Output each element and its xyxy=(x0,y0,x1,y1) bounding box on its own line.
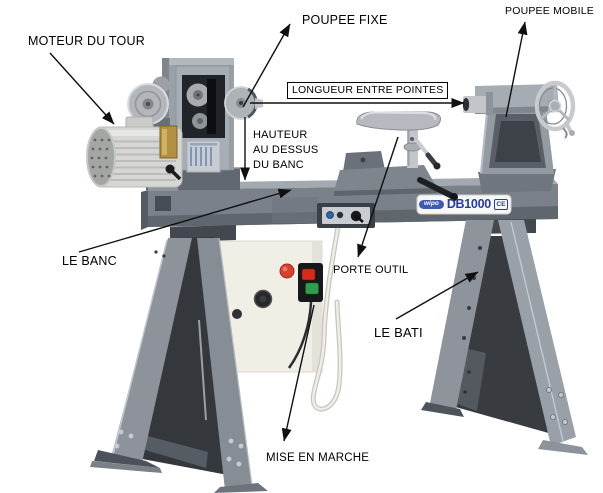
arrow-poupee-fixe xyxy=(242,23,291,108)
tool-rest xyxy=(334,111,458,201)
arrow-le-banc xyxy=(78,188,292,253)
left-leg-frame xyxy=(90,237,268,493)
brand-badge: wipo xyxy=(419,199,444,210)
speed-chart-plate xyxy=(186,140,221,173)
label-longueur-entre-pointes: LONGUEUR ENTRE POINTES xyxy=(287,82,449,99)
arrow-le-bati xyxy=(395,271,479,320)
power-cable xyxy=(310,224,343,412)
arrow-moteur xyxy=(49,52,115,125)
model-number: DB1000 xyxy=(446,197,491,212)
label-le-bati: LE BATI xyxy=(374,325,423,340)
panel-blue-button xyxy=(326,211,334,219)
label-le-banc: LE BANC xyxy=(62,254,117,268)
start-stop-switch xyxy=(287,263,323,369)
lathe-motor xyxy=(86,116,183,191)
motor-fan-cover xyxy=(86,127,116,187)
belt-window xyxy=(182,75,225,138)
tailstock-quill xyxy=(463,96,488,113)
label-hauteur-au-dessus-du-banc: HAUTEUR AU DESSUS DU BANC xyxy=(253,129,319,171)
red-stop-button xyxy=(301,268,316,281)
arrow-poupee-mobile xyxy=(505,21,528,118)
annotation-arrows xyxy=(49,21,528,442)
bed-control-panel xyxy=(317,203,375,228)
arrow-mise-en-marche xyxy=(281,304,315,442)
tailstock-handwheel xyxy=(534,80,576,132)
tailstock xyxy=(462,80,576,193)
label-poupee-mobile: POUPEE MOBILE xyxy=(505,5,594,17)
panel-dark-button xyxy=(336,211,344,219)
electric-control-box xyxy=(217,240,323,373)
model-sticker-text: wipo DB1000 CE xyxy=(417,195,511,214)
label-porte-outil: PORTE OUTIL xyxy=(333,264,409,276)
banjo-lock-handle xyxy=(417,177,455,199)
arrow-porte-outil xyxy=(357,136,399,258)
right-leg-frame xyxy=(421,220,588,455)
tool-rest-banjo xyxy=(334,165,437,191)
rest-lock-lever xyxy=(425,152,439,168)
emergency-stop-button xyxy=(279,263,295,279)
ce-mark: CE xyxy=(493,199,508,210)
left-leg-mount xyxy=(170,225,236,242)
label-moteur-du-tour: MOTEUR DU TOUR xyxy=(28,34,145,48)
green-start-button xyxy=(305,282,319,295)
label-mise-en-marche: MISE EN MARCHE xyxy=(266,452,370,464)
tool-rest-top xyxy=(356,111,441,131)
label-poupee-fixe: POUPEE FIXE xyxy=(302,13,388,27)
